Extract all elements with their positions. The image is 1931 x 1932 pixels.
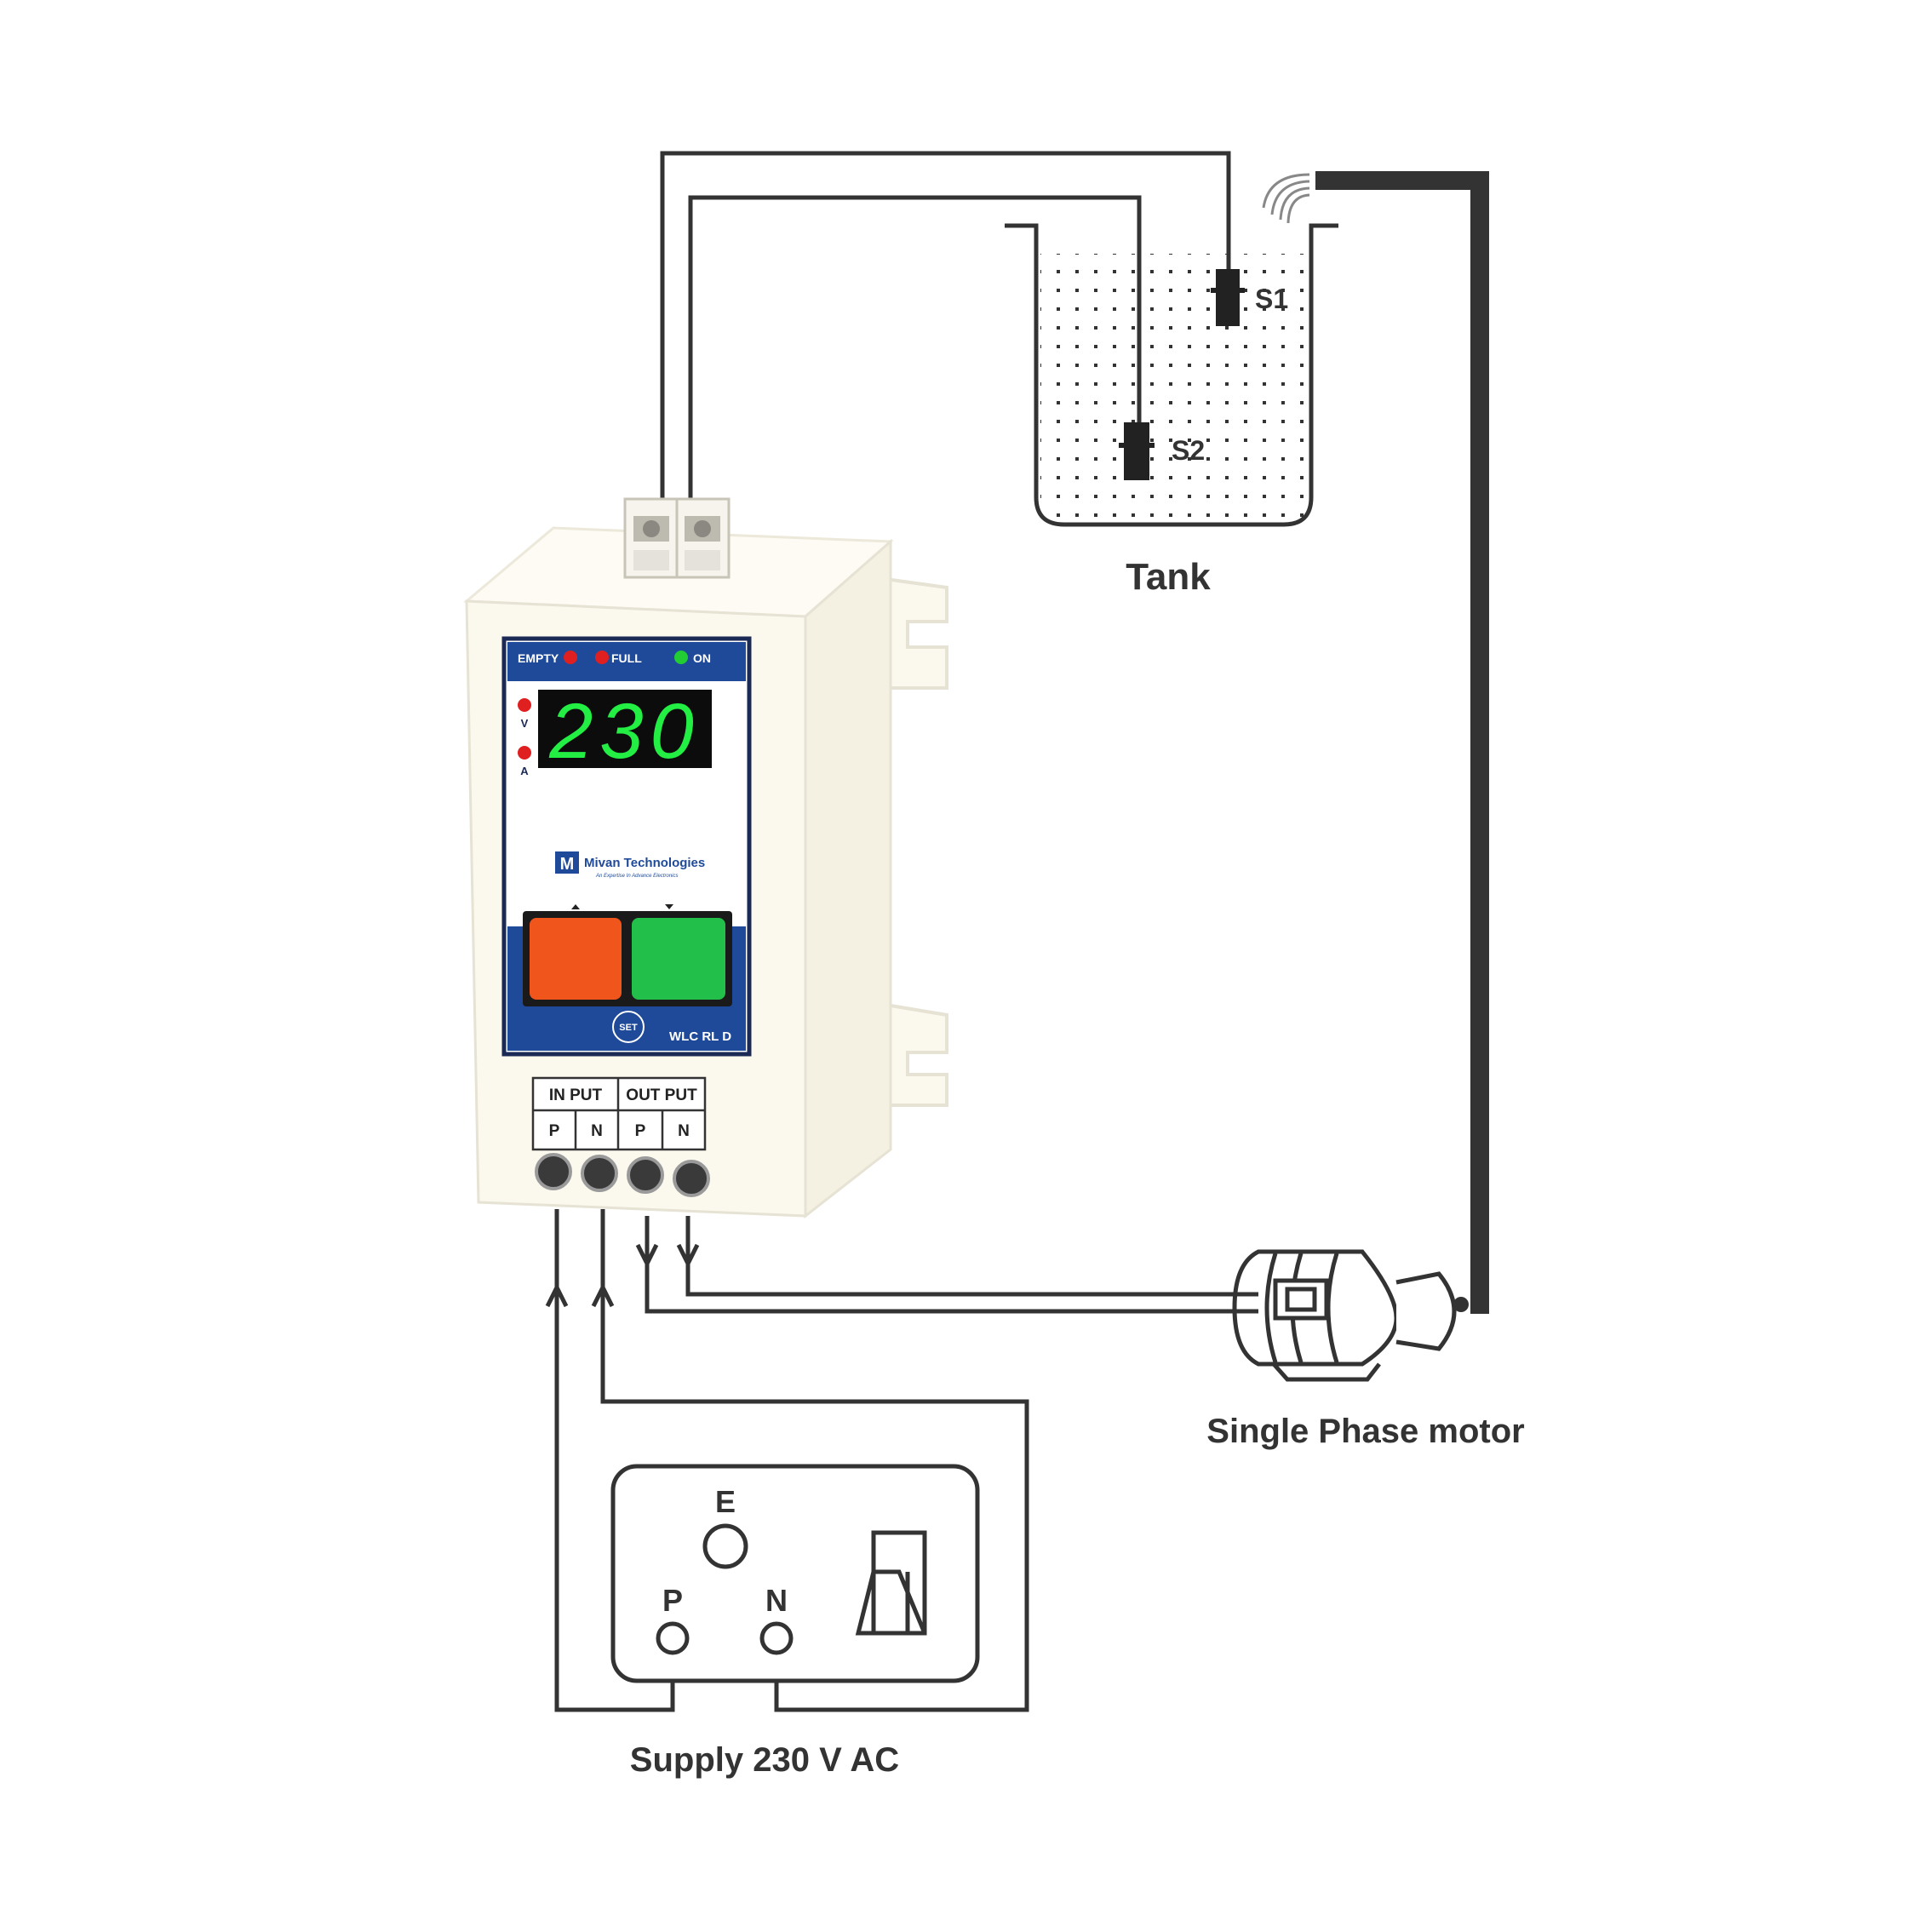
motor-label: Single Phase motor xyxy=(1206,1413,1524,1450)
sensor-s2: S2 xyxy=(1119,422,1205,480)
input-n-label: N xyxy=(591,1122,603,1140)
svg-text:M: M xyxy=(560,855,575,874)
arrow-down-n xyxy=(676,1243,700,1269)
brand-tagline: An Expertise In Advance Electronics xyxy=(595,874,679,879)
down-arrow-icon xyxy=(665,904,673,909)
sensor-s1: S1 xyxy=(1211,269,1288,326)
output-label: OUT PUT xyxy=(626,1086,697,1104)
empty-led xyxy=(564,651,577,664)
gland-input-n xyxy=(581,1155,618,1192)
input-neutral-wire xyxy=(600,1209,1029,1712)
terminal-label-grid xyxy=(531,1076,707,1151)
water-spray xyxy=(1262,173,1310,224)
sensor-1-wire xyxy=(660,151,1231,501)
sensor-s1-label: S1 xyxy=(1255,284,1288,314)
model-label: WLC RL D xyxy=(669,1029,731,1044)
tank-wall xyxy=(1005,223,1338,527)
tank-label: Tank xyxy=(1126,556,1211,598)
enclosure-side xyxy=(804,538,892,1219)
pipe xyxy=(1315,171,1489,1314)
amp-unit-label: A xyxy=(520,765,529,777)
volt-unit-label: V xyxy=(521,717,529,730)
output-neutral-wire xyxy=(685,1216,1258,1297)
full-led xyxy=(595,651,609,664)
motor-terminal-box xyxy=(1273,1278,1329,1321)
motor-end-cap xyxy=(1395,1271,1457,1351)
set-button[interactable] xyxy=(612,1011,645,1043)
input-p-label: P xyxy=(549,1122,560,1140)
brand-name: Mivan Technologies xyxy=(584,856,705,870)
socket-switch-icon xyxy=(855,1530,927,1636)
output-p-label: P xyxy=(635,1122,646,1140)
socket-neutral-label: N xyxy=(765,1583,788,1618)
on-indicator-label: ON xyxy=(693,651,711,665)
gland-output-n xyxy=(673,1160,710,1197)
motor: Single Phase motor xyxy=(1206,1249,1525,1450)
up-button[interactable] xyxy=(530,918,622,1000)
motor-feet xyxy=(1272,1362,1381,1382)
down-button[interactable] xyxy=(632,918,725,1000)
amp-led xyxy=(518,746,531,760)
supply-label: Supply 230 V AC xyxy=(630,1741,899,1779)
socket-phase-hole xyxy=(656,1621,690,1655)
indicator-strip xyxy=(507,642,746,681)
mounting-brackets xyxy=(884,576,948,1107)
socket-neutral-hole xyxy=(759,1621,794,1655)
sensor-s2-probe xyxy=(1124,422,1149,480)
sensor-2-wire xyxy=(688,195,1142,501)
sensor-wires xyxy=(660,151,1231,501)
arrow-up-p xyxy=(545,1282,569,1308)
sensor-terminal-block xyxy=(623,497,731,579)
delivery-pipe xyxy=(1262,171,1489,1314)
empty-indicator-label: EMPTY xyxy=(518,651,559,665)
output-phase-wire xyxy=(645,1216,1258,1314)
tank-water xyxy=(1040,254,1309,523)
up-arrow-icon xyxy=(571,904,580,909)
tank: Tank xyxy=(1005,223,1338,598)
socket-plate xyxy=(610,1464,980,1683)
input-label: IN PUT xyxy=(549,1086,603,1104)
socket-earth-hole xyxy=(702,1523,748,1569)
display-readout: 230 xyxy=(548,688,701,775)
gland-input-p xyxy=(535,1153,572,1190)
arrow-up-n xyxy=(591,1282,615,1308)
brand-logo-mark xyxy=(555,851,579,874)
gland-output-p xyxy=(627,1156,664,1194)
supply-socket: E P N xyxy=(610,1464,980,1683)
cable-glands xyxy=(535,1153,710,1197)
arrow-down-p xyxy=(635,1243,659,1269)
volt-led xyxy=(518,698,531,712)
motor-shaft xyxy=(1453,1297,1469,1312)
supply-wiring xyxy=(545,1209,1258,1712)
sensor-s1-probe xyxy=(1216,269,1240,326)
sensor-s2-label: S2 xyxy=(1172,435,1205,466)
socket-phase-label: P xyxy=(662,1583,683,1618)
set-button-label: SET xyxy=(619,1023,638,1033)
full-indicator-label: FULL xyxy=(611,651,642,665)
display-screen xyxy=(538,690,712,768)
brand-logo: M Mivan Technologies An Expertise In Adv… xyxy=(555,851,705,879)
controller-device: EMPTY FULL ON 230 V A M Mivan Technologi… xyxy=(463,497,948,1219)
output-n-label: N xyxy=(678,1122,690,1140)
on-led xyxy=(674,651,688,664)
socket-earth-label: E xyxy=(715,1484,736,1519)
